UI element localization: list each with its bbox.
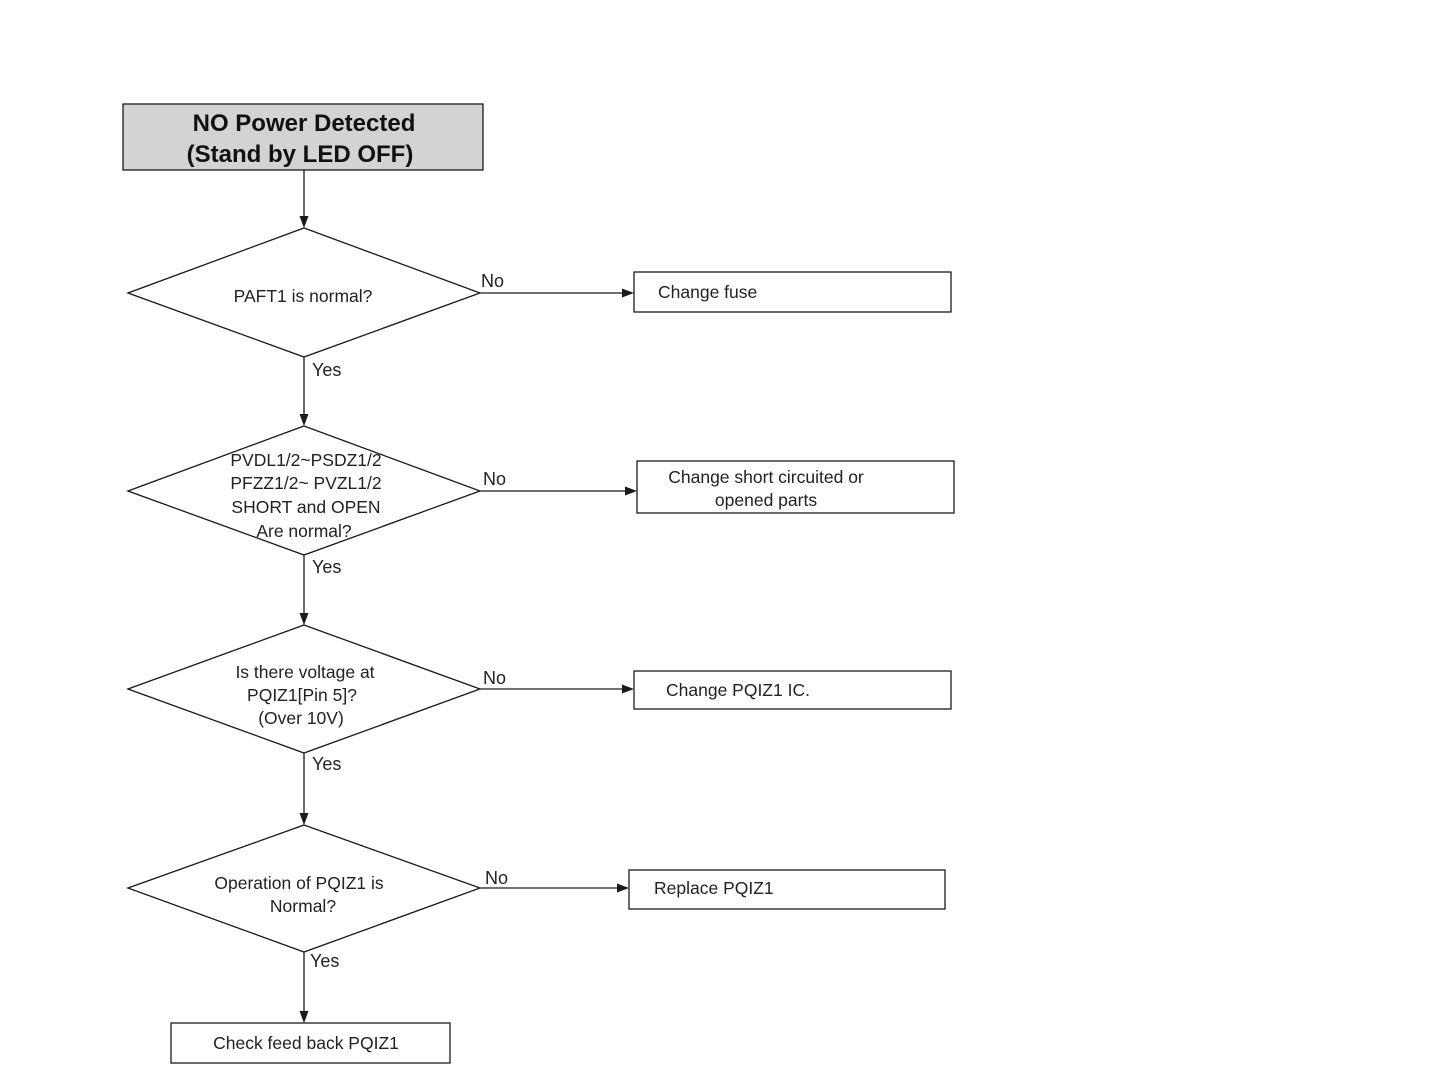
- decision-4-line-1: Operation of PQIZ1 is: [214, 873, 383, 893]
- arrowhead-decision-1-yes: [299, 414, 309, 426]
- start-title-line-2: (Stand by LED OFF): [187, 141, 414, 168]
- decision-1-line-1: PAFT1 is normal?: [234, 286, 373, 306]
- decision-3-yes-label: Yes: [312, 754, 341, 774]
- start-box: [122, 103, 484, 171]
- arrowhead-decision-2-no: [625, 486, 637, 496]
- action-node-1: Change fuse: [633, 271, 952, 313]
- arrowhead-start-to-decision-1: [299, 216, 309, 228]
- decision-2-yes-label: Yes: [312, 557, 341, 577]
- action-3-line-1: Change PQIZ1 IC.: [666, 680, 810, 700]
- start-node: NO Power Detected (Stand by LED OFF): [122, 103, 484, 171]
- decision-2-line-4: Are normal?: [256, 521, 352, 541]
- action-node-4: Replace PQIZ1: [628, 869, 946, 910]
- decision-1-no-label: No: [481, 271, 504, 291]
- arrowhead-decision-3-no: [622, 684, 634, 694]
- decision-3-no-label: No: [483, 668, 506, 688]
- decision-node-2: PVDL1/2~PSDZ1/2 PFZZ1/2~ PVZL1/2 SHORT a…: [126, 425, 482, 556]
- decision-2-line-2: PFZZ1/2~ PVZL1/2: [230, 473, 381, 493]
- action-box-1: [633, 271, 952, 313]
- action-4-line-1: Replace PQIZ1: [654, 878, 774, 898]
- decision-4-line-2: Normal?: [270, 896, 336, 916]
- action-box-3: [633, 670, 952, 710]
- decision-1-yes-label: Yes: [312, 360, 341, 380]
- action-2-line-2: opened parts: [715, 490, 817, 510]
- end-label: Check feed back PQIZ1: [213, 1033, 399, 1053]
- arrowhead-decision-1-no: [622, 288, 634, 298]
- decision-2-line-1: PVDL1/2~PSDZ1/2: [230, 450, 381, 470]
- decision-4-yes-label: Yes: [310, 951, 339, 971]
- action-1-line-1: Change fuse: [658, 282, 757, 302]
- start-title-line-1: NO Power Detected: [193, 110, 416, 137]
- decision-node-3: Is there voltage at PQIZ1[Pin 5]? (Over …: [126, 624, 482, 754]
- decision-2-no-label: No: [483, 469, 506, 489]
- decision-node-4: Operation of PQIZ1 is Normal?: [126, 824, 482, 953]
- arrowhead-decision-4-yes: [299, 1011, 309, 1023]
- action-box-4: [628, 869, 946, 910]
- decision-node-1: PAFT1 is normal?: [126, 227, 482, 358]
- end-box: [170, 1022, 451, 1064]
- arrowhead-decision-2-yes: [299, 613, 309, 625]
- end-node: Check feed back PQIZ1: [170, 1022, 451, 1064]
- action-box-2: [636, 460, 955, 514]
- decision-3-line-1: Is there voltage at: [235, 662, 374, 682]
- decision-4-no-label: No: [485, 868, 508, 888]
- arrowhead-decision-4-no: [617, 883, 629, 893]
- arrowhead-decision-3-yes: [299, 813, 309, 825]
- decision-2-line-3: SHORT and OPEN: [231, 497, 380, 517]
- action-node-3: Change PQIZ1 IC.: [633, 670, 952, 710]
- decision-3-line-3: (Over 10V): [258, 708, 344, 728]
- action-node-2: Change short circuited or opened parts: [636, 460, 955, 514]
- decision-3-line-2: PQIZ1[Pin 5]?: [247, 685, 357, 705]
- action-2-line-1: Change short circuited or: [668, 467, 864, 487]
